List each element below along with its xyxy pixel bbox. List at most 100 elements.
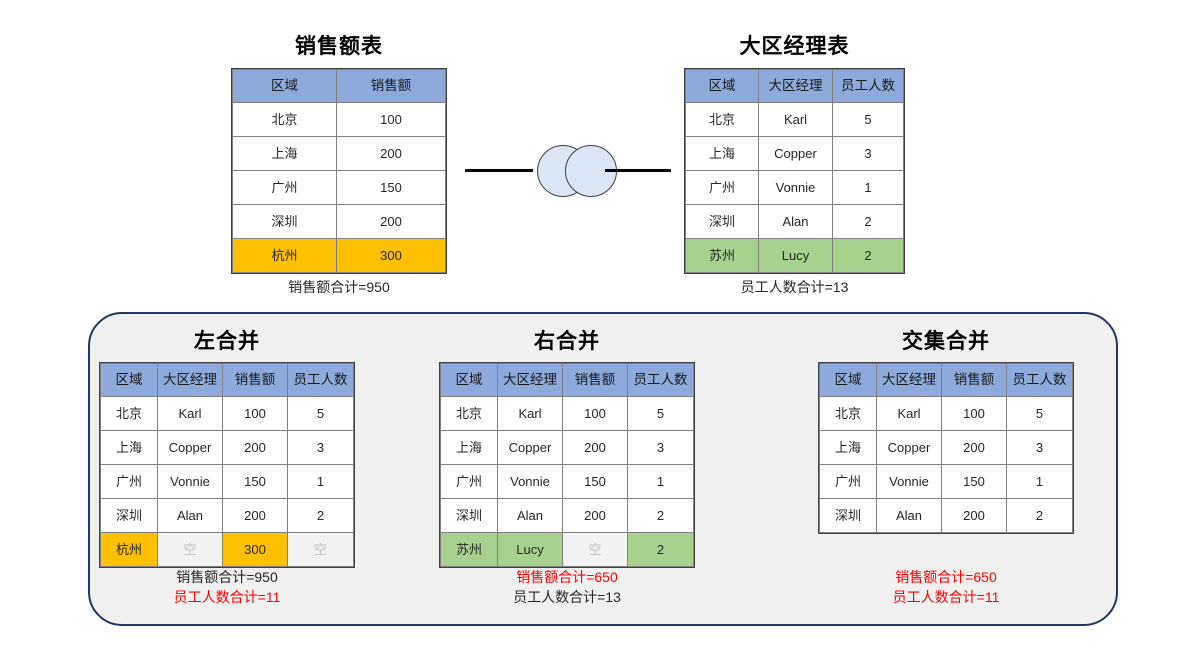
inner-join-caption-2: 员工人数合计=11 [892,589,1000,605]
table-cell: 5 [832,102,904,137]
table-cell: Karl [758,102,833,137]
table-cell: 上海 [685,136,759,171]
column-header-3: 员工人数 [287,363,354,397]
table-cell: 1 [1006,464,1073,499]
table-cell: 3 [287,430,354,465]
table-cell: Lucy [497,532,563,567]
inner-join-captions: 销售额合计=650 员工人数合计=11 [818,567,1074,607]
table-header-row: 区域大区经理销售额员工人数 [819,363,1073,397]
table-cell: Vonnie [758,170,833,205]
table-cell: 100 [941,396,1007,431]
table-cell: 上海 [232,136,337,171]
table-cell: 200 [336,204,446,239]
table-cell: Karl [157,396,223,431]
table-cell: 3 [832,136,904,171]
table-cell: 北京 [685,102,759,137]
table-cell: 北京 [819,396,877,431]
column-header-3: 员工人数 [1006,363,1073,397]
table-cell: 广州 [819,464,877,499]
manager-table-title: 大区经理表 [739,35,850,58]
table-cell: 杭州 [100,532,158,567]
table-cell: 深圳 [440,498,498,533]
table-cell: 深圳 [232,204,337,239]
table-cell: 2 [627,532,694,567]
table-cell: 300 [336,238,446,273]
column-header-0: 区域 [440,363,498,397]
table-cell: 上海 [100,430,158,465]
table-cell: 深圳 [685,204,759,239]
table-cell: 空 [157,532,223,567]
table-cell: 100 [562,396,628,431]
manager-table-caption: 员工人数合计=13 [740,279,849,295]
left-join-title: 左合并 [194,330,260,353]
table-cell: 5 [1006,396,1073,431]
table-cell: Alan [876,498,942,533]
table-cell: 广州 [232,170,337,205]
connector-line-left [465,169,533,172]
table-header-row: 区域大区经理销售额员工人数 [440,363,694,397]
table-cell: 5 [287,396,354,431]
left-join-captions: 销售额合计=950 员工人数合计=11 [99,567,355,607]
right-join-title: 右合并 [534,330,600,353]
column-header-0: 区域 [685,69,759,103]
table-cell: Vonnie [157,464,223,499]
table-cell: Alan [157,498,223,533]
table-cell: 2 [832,204,904,239]
right-join-caption-1: 销售额合计=650 [516,569,618,585]
table-cell: 空 [287,532,354,567]
column-header-2: 销售额 [562,363,628,397]
table-cell: 北京 [100,396,158,431]
table-cell: Lucy [758,238,833,273]
table-cell: 150 [562,464,628,499]
table-cell: 深圳 [819,498,877,533]
table-cell: Alan [497,498,563,533]
column-header-1: 大区经理 [758,69,833,103]
table-cell: Vonnie [876,464,942,499]
table-cell: Karl [497,396,563,431]
table-cell: 200 [222,430,288,465]
table-cell: Copper [497,430,563,465]
table-header-row: 区域大区经理销售额员工人数 [100,363,354,397]
table-cell: 杭州 [232,238,337,273]
table-cell: Copper [758,136,833,171]
join-connector [460,141,676,201]
table-cell: 300 [222,532,288,567]
column-header-3: 员工人数 [627,363,694,397]
column-header-1: 大区经理 [157,363,223,397]
table-cell: Copper [876,430,942,465]
table-cell: 广州 [685,170,759,205]
connector-line-right [605,169,671,172]
table-cell: 200 [562,430,628,465]
column-header-0: 区域 [232,69,337,103]
table-cell: 200 [941,498,1007,533]
inner-join-caption-1: 销售额合计=650 [895,569,997,585]
table-cell: 上海 [440,430,498,465]
column-header-2: 销售额 [941,363,1007,397]
table-cell: 苏州 [440,532,498,567]
table-cell: 上海 [819,430,877,465]
